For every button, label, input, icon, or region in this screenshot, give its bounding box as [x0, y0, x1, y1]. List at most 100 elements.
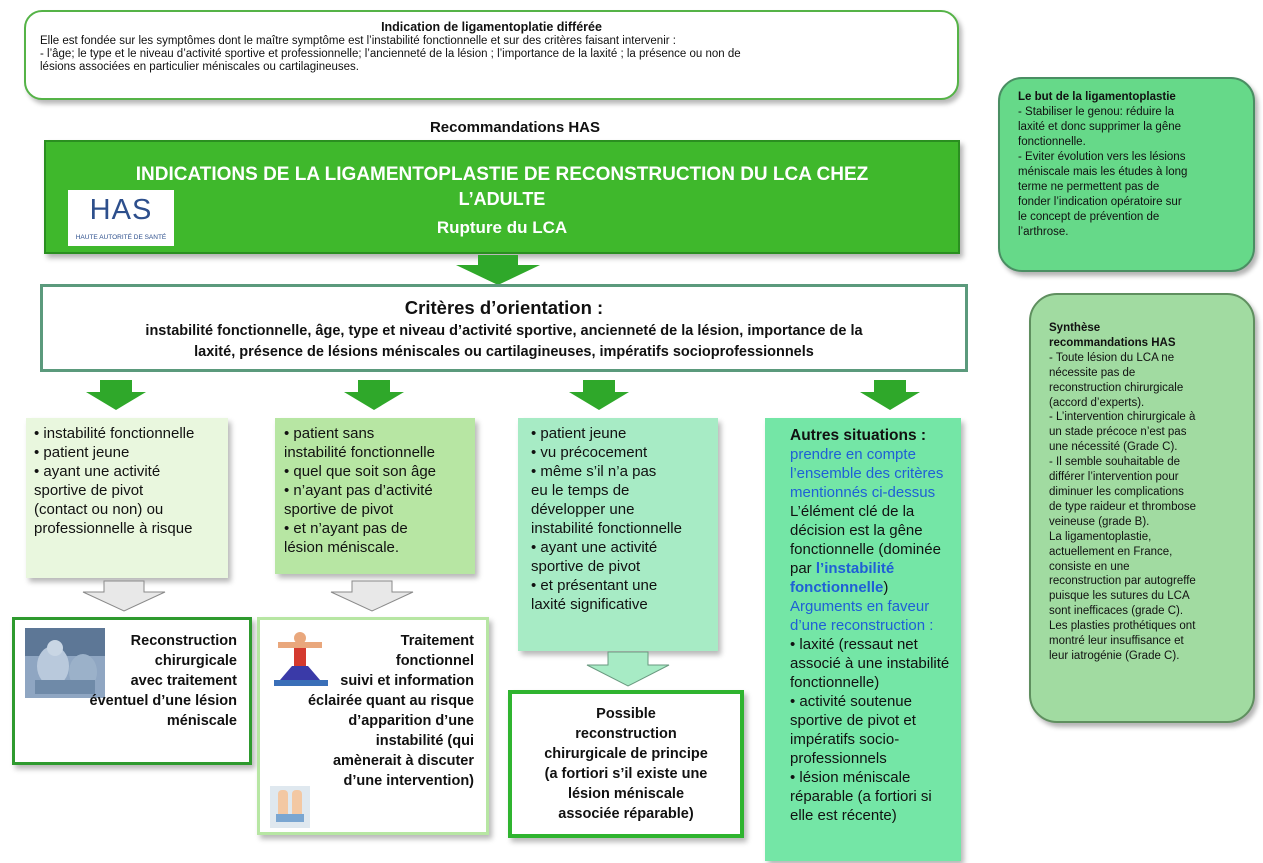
outcome-line: suivi et information: [340, 673, 474, 689]
stable-patient-box: • patient sans instabilité fonctionnelle…: [275, 418, 475, 574]
synthesis-line: - Toute lésion du LCA ne: [1049, 351, 1175, 364]
surgical-reconstruction-text: Reconstruction chirurgicale avec traitem…: [90, 631, 237, 731]
criteria-item: sportive de pivot: [284, 501, 394, 518]
instability-highlight: fonctionnelle: [790, 579, 884, 596]
orientation-criteria-box: Critères d’orientation : instabilité fon…: [40, 284, 968, 372]
criteria-item: • quel que soit son âge: [284, 463, 437, 480]
criteria-item: par l’instabilité: [790, 559, 961, 578]
criteria-item: • lésion méniscale: [790, 769, 911, 786]
goal-line: le concept de prévention de: [1018, 211, 1160, 223]
par-text: par: [790, 560, 816, 577]
criteria-line: laxité, présence de lésions méniscales o…: [194, 344, 814, 360]
instability-highlight: l’instabilité: [815, 560, 895, 577]
knee-illustration-icon: [270, 786, 310, 828]
criteria-item: L’élément clé de la: [790, 503, 915, 520]
has-logo-subtitle: HAUTE AUTORITÉ DE SANTÉ: [75, 234, 167, 241]
delayed-indication-line: lésions associées en particulier ménisca…: [40, 61, 359, 73]
outcome-line: amènerait à discuter: [332, 753, 474, 769]
banner-title-line: L’ADULTE: [458, 189, 546, 209]
criteria-item: • patient sans: [284, 425, 375, 442]
has-synthesis-box: Synthèse recommandations HAS - Toute lés…: [1029, 293, 1255, 723]
outcome-line: éclairée quant au risque: [307, 693, 474, 709]
outcome-line: fonctionnel: [395, 653, 474, 669]
down-arrow-icon: [330, 580, 414, 612]
young-unstable-sport-patient-box: • instabilité fonctionnelle • patient je…: [26, 418, 228, 578]
criteria-item: • activité soutenue: [790, 693, 912, 710]
criteria-item: associé à une instabilité: [790, 655, 950, 672]
down-arrow-icon: [456, 255, 540, 285]
outcome-line: Possible: [596, 706, 656, 722]
criteria-item: mentionnés ci-dessus: [790, 484, 936, 501]
down-arrow-icon: [82, 580, 166, 612]
criteria-item: sportive de pivot: [531, 558, 641, 575]
outcome-line: éventuel d’une lésion: [89, 693, 237, 709]
synthesis-line: différer l’intervention pour: [1049, 471, 1179, 484]
outcome-line: chirurgicale: [154, 653, 237, 669]
down-arrow-icon: [860, 380, 920, 410]
has-logo: HAS HAUTE AUTORITÉ DE SANTÉ: [68, 190, 174, 246]
surgery-photo-icon: [25, 628, 105, 698]
criteria-item: prendre en compte: [790, 446, 916, 463]
close-paren: ): [883, 579, 889, 596]
outcome-line: (a fortiori s’il existe une: [544, 766, 708, 782]
synthesis-line: diminuer les complications: [1049, 485, 1184, 498]
synthesis-line: un stade précoce n’est pas: [1049, 426, 1187, 439]
goal-line: l’arthrose.: [1018, 226, 1069, 238]
criteria-item: • patient jeune: [531, 425, 627, 442]
criteria-item: • ayant une activité: [34, 463, 161, 480]
criteria-item: instabilité fonctionnelle: [531, 520, 682, 537]
criteria-item: impératifs socio-: [790, 731, 900, 748]
criteria-item: décision est la gêne: [790, 522, 923, 539]
criteria-item: sportive de pivot et: [790, 712, 916, 729]
delayed-indication-line: - l’âge; le type et le niveau d’activité…: [40, 48, 741, 60]
outcome-line: méniscale: [166, 713, 237, 729]
criteria-item: • et n’ayant pas de: [284, 520, 408, 537]
goal-line: laxité et donc supprimer la gêne: [1018, 121, 1182, 133]
down-arrow-icon: [586, 651, 670, 687]
criteria-item: • instabilité fonctionnelle: [34, 425, 195, 442]
synthesis-line: (accord d’experts).: [1049, 396, 1145, 409]
goal-line: fonder l’indication opératoire sur: [1018, 196, 1182, 208]
delayed-indication-title: Indication de ligamentoplatie différée: [381, 20, 602, 34]
delayed-indication-box: Indication de ligamentoplatie différée E…: [24, 10, 959, 100]
indications-banner: INDICATIONS DE LA LIGAMENTOPLASTIE DE RE…: [44, 140, 960, 254]
synthesis-line: nécessite pas de: [1049, 366, 1136, 379]
criteria-item: professionnels: [790, 750, 887, 767]
synthesis-line: leur iatrogénie (Grade C).: [1049, 649, 1180, 662]
synthesis-line: puisque les sutures du LCA: [1049, 590, 1190, 603]
goal-line: - Eviter évolution vers les lésions: [1018, 151, 1186, 163]
banner-title-line: INDICATIONS DE LA LIGAMENTOPLASTIE DE RE…: [135, 164, 869, 185]
exercise-figure-icon: [270, 628, 332, 688]
outcome-line: Traitement: [400, 633, 474, 649]
goal-line: méniscale mais les études à long: [1018, 166, 1188, 178]
synthesis-line: reconstruction par autogreffe: [1049, 575, 1196, 588]
synthesis-title: Synthèse: [1049, 322, 1101, 334]
criteria-item: sportive de pivot: [34, 482, 144, 499]
synthesis-line: de type raideur et thrombose: [1049, 500, 1197, 513]
criteria-item: d’une reconstruction :: [790, 617, 934, 634]
down-arrow-icon: [569, 380, 629, 410]
criteria-item: Arguments en faveur: [790, 598, 930, 615]
synthesis-line: une nécessité (Grade C).: [1049, 441, 1178, 454]
banner-subtitle: Rupture du LCA: [436, 218, 568, 237]
outcome-line: Reconstruction: [130, 633, 237, 649]
criteria-item: eu le temps de: [531, 482, 630, 499]
delayed-indication-line: Elle est fondée sur les symptômes dont l…: [40, 35, 676, 47]
criteria-item: lésion méniscale.: [284, 539, 400, 556]
criteria-title: Critères d’orientation :: [404, 297, 604, 318]
outcome-line: chirurgicale de principe: [544, 746, 708, 762]
goal-line: - Stabiliser le genou: réduire la: [1018, 106, 1174, 118]
criteria-item: professionnelle à risque: [34, 520, 193, 537]
criteria-item: • et présentant une: [531, 577, 658, 594]
outcome-line: instabilité (qui: [375, 733, 474, 749]
functional-treatment-box: Traitement fonctionnel suivi et informat…: [257, 617, 489, 835]
criteria-item: instabilité fonctionnelle: [284, 444, 435, 461]
criteria-item: développer une: [531, 501, 635, 518]
outcome-line: associée réparable): [558, 806, 694, 822]
surgical-reconstruction-box: Reconstruction chirurgicale avec traitem…: [12, 617, 252, 765]
other-situations-box: Autres situations : prendre en compte l’…: [765, 418, 961, 861]
criteria-item: elle est récente): [790, 807, 897, 824]
possible-reconstruction-box: Possible reconstruction chirurgicale de …: [508, 690, 744, 838]
functional-treatment-text: Traitement fonctionnel suivi et informat…: [308, 631, 474, 791]
synthesis-line: - Il semble souhaitable de: [1049, 456, 1181, 469]
